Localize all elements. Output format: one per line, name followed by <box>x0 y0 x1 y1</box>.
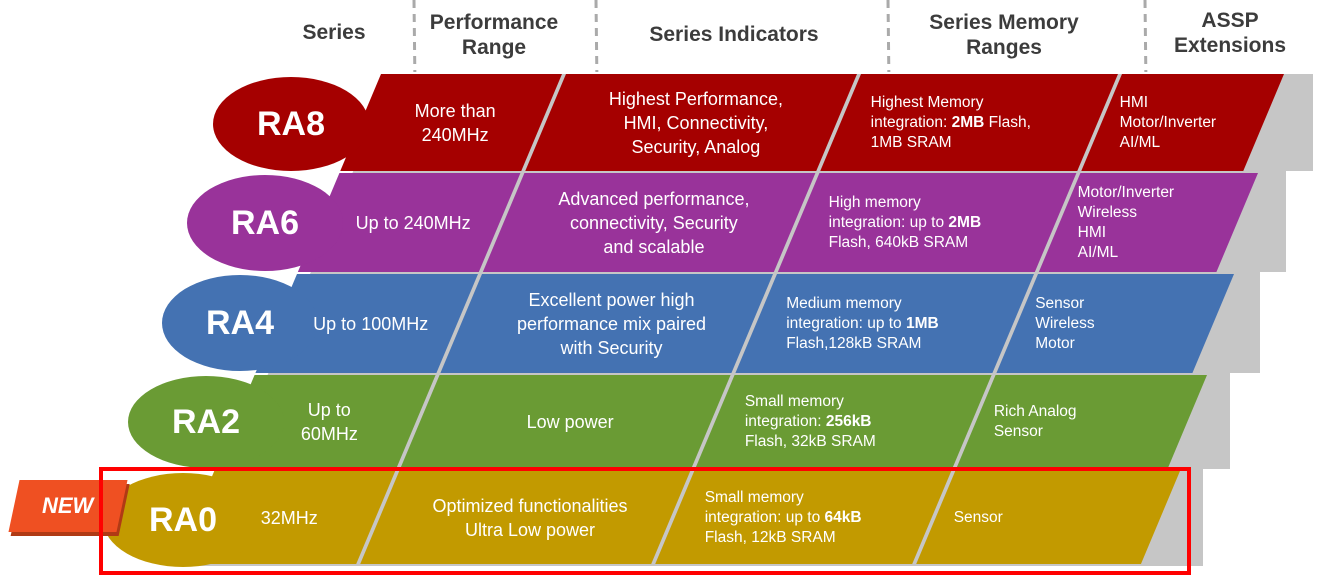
ra8-performance-text: More than 240MHz <box>414 100 496 145</box>
ra2-series-label: RA2 <box>171 402 241 441</box>
ra6-oval <box>187 175 343 271</box>
ra0-series-label: RA0 <box>148 500 218 539</box>
ra8-cell-3 <box>820 74 1118 171</box>
memory-text-size: 64kB <box>824 508 862 526</box>
ra6-cell-3 <box>777 173 1077 272</box>
ra2-memory-text: Small memory integration: 256kB Flash, 3… <box>745 375 954 469</box>
ra8-assp-text: HMI Motor/Inverter AI/ML <box>1119 93 1217 151</box>
ra0-indicators-text: Optimized functionalities Ultra Low powe… <box>432 495 628 540</box>
header-divider-2 <box>594 0 599 73</box>
ra0-memory-text: Small memory integration: up to 64kB Fla… <box>705 471 914 564</box>
ra6-cell-4 <box>1038 173 1258 272</box>
memory-text-size: 1MB <box>905 314 939 332</box>
ra4-oval <box>162 275 318 371</box>
memory-text-post: Flash,128kB SRAM <box>786 334 922 352</box>
ra2-oval <box>128 376 284 468</box>
memory-text-size: 2MB <box>948 213 982 231</box>
memory-text-post: Flash, 1MB SRAM <box>870 113 1031 151</box>
memory-text-post: Flash, 12kB SRAM <box>704 528 836 546</box>
ra4-series-label: RA4 <box>205 303 275 342</box>
ra6-memory-text: High memory integration: up to 2MB Flash… <box>829 173 1038 272</box>
ra6-cell-1 <box>297 173 521 272</box>
memory-text-size: 256kB <box>825 413 872 430</box>
ra6-series-label: RA6 <box>230 203 300 242</box>
header-divider-1 <box>412 0 417 73</box>
ra0-cell-3 <box>655 471 952 564</box>
header-performance-range: Performance Range <box>429 11 559 59</box>
header-series-indicators: Series Indicators <box>649 23 819 46</box>
memory-text-pre: Small memory integration: up to <box>704 488 821 526</box>
ra0-cell-4 <box>916 471 1180 564</box>
ra4-performance-text: Up to 100MHz <box>313 313 429 334</box>
ra6-assp-text: Motor/Inverter Wireless HMI AI/ML <box>1077 183 1175 261</box>
ra4-indicators-text: Excellent power high performance mix pai… <box>516 289 707 358</box>
ra2-cell-2 <box>400 375 731 469</box>
ra4-cell-3 <box>735 274 1034 373</box>
ra8-cell-4 <box>1081 74 1284 171</box>
memory-text-pre: Small memory integration: <box>744 393 844 430</box>
memory-text-pre: Highest Memory integration: <box>870 93 984 131</box>
ra4-cell-2 <box>440 274 773 373</box>
ra6-performance-text: Up to 240MHz <box>355 212 471 233</box>
header-divider-3 <box>886 0 891 73</box>
ra6-cell-2 <box>482 173 816 272</box>
new-badge-label: NEW <box>42 493 94 518</box>
ra4-cell-1 <box>255 274 478 373</box>
ra2-indicators-text: Low power <box>526 412 614 432</box>
ra2-cell-3 <box>695 375 992 469</box>
ra0-performance-text: 32MHz <box>260 507 318 528</box>
ra0-cell-2 <box>360 471 691 564</box>
header-memory-ranges: Series Memory Ranges <box>929 11 1079 59</box>
memory-text-size: 2MB <box>951 113 985 131</box>
ra0-highlight-box <box>99 467 1191 575</box>
ra4-assp-text: Sensor Wireless Motor <box>1035 294 1095 352</box>
header-series: Series <box>302 21 366 44</box>
ra2-cell-4 <box>956 375 1207 469</box>
ra8-series-label: RA8 <box>256 104 326 143</box>
memory-text-pre: High memory integration: up to <box>828 193 945 231</box>
ra4-memory-text: Medium memory integration: up to 1MB Fla… <box>786 274 995 373</box>
ra8-oval <box>213 77 369 171</box>
ra0-assp-text: Sensor <box>953 508 1003 526</box>
ra8-cell-1 <box>340 74 562 171</box>
ra8-cell-2 <box>525 74 857 171</box>
ra6-indicators-text: Advanced performance, connectivity, Secu… <box>558 188 750 257</box>
ra0-oval <box>103 473 263 567</box>
header-divider-4 <box>1143 0 1148 73</box>
memory-text-post: Flash, 32kB SRAM <box>744 433 876 450</box>
ra8-indicators-text: Highest Performance, HMI, Connectivity, … <box>608 88 783 157</box>
ra2-performance-text: Up to 60MHz <box>300 400 358 444</box>
memory-text-pre: Medium memory integration: up to <box>786 294 902 332</box>
ra2-assp-text: Rich Analog Sensor <box>993 403 1077 440</box>
ra8-memory-text: Highest Memory integration: 2MB Flash, 1… <box>871 74 1080 171</box>
header-assp-extensions: ASSP Extensions <box>1173 9 1287 57</box>
memory-text-post: Flash, 640kB SRAM <box>828 233 969 251</box>
ra4-cell-4 <box>996 274 1234 373</box>
